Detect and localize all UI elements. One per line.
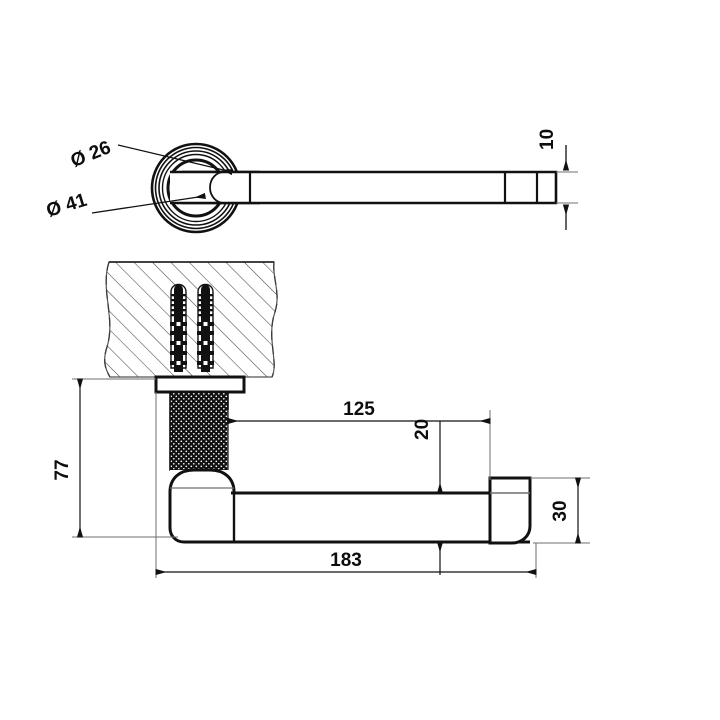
dim-183: 183 bbox=[155, 392, 537, 578]
bar-mask bbox=[170, 172, 260, 203]
bar-over-rosette bbox=[170, 170, 260, 205]
dia41-leader bbox=[91, 192, 206, 214]
screw-right-body bbox=[201, 284, 210, 372]
body-top-curve bbox=[168, 468, 236, 493]
wall-break-line-right bbox=[271, 261, 278, 378]
dim125-label: 125 bbox=[343, 399, 375, 420]
front-view: 77 125 20 30 183 bbox=[52, 375, 590, 578]
dim-77: 77 bbox=[52, 378, 178, 538]
screws bbox=[170, 284, 214, 372]
top-view: Ø 26 Ø 41 10 bbox=[44, 129, 578, 234]
screw-left-threads bbox=[170, 294, 187, 365]
end-cap-outline bbox=[488, 476, 532, 545]
knurled-post bbox=[169, 391, 229, 471]
bar-end-arc bbox=[209, 171, 225, 204]
screw-right-threads bbox=[197, 294, 214, 365]
dim-thk10: 10 bbox=[537, 129, 578, 230]
dim183-label: 183 bbox=[330, 550, 362, 571]
front-bar-fill bbox=[184, 493, 522, 542]
wall-hatch-region bbox=[104, 261, 278, 378]
dia26-leader bbox=[117, 144, 234, 176]
wall-break-line-left bbox=[104, 261, 111, 378]
end-cap-fill bbox=[490, 478, 530, 543]
dim-20: 20 bbox=[412, 419, 444, 575]
dim30-label: 30 bbox=[550, 500, 571, 521]
dim-125: 125 bbox=[227, 399, 491, 480]
screw-left-body bbox=[174, 284, 183, 372]
rosette-top bbox=[150, 142, 242, 234]
dim20-label: 20 bbox=[412, 419, 433, 440]
wall-base-plate bbox=[154, 375, 246, 394]
dim77-label: 77 bbox=[52, 459, 73, 480]
dim-30: 30 bbox=[530, 477, 590, 544]
wall-section-view bbox=[104, 261, 278, 378]
thk10-label: 10 bbox=[537, 129, 558, 150]
